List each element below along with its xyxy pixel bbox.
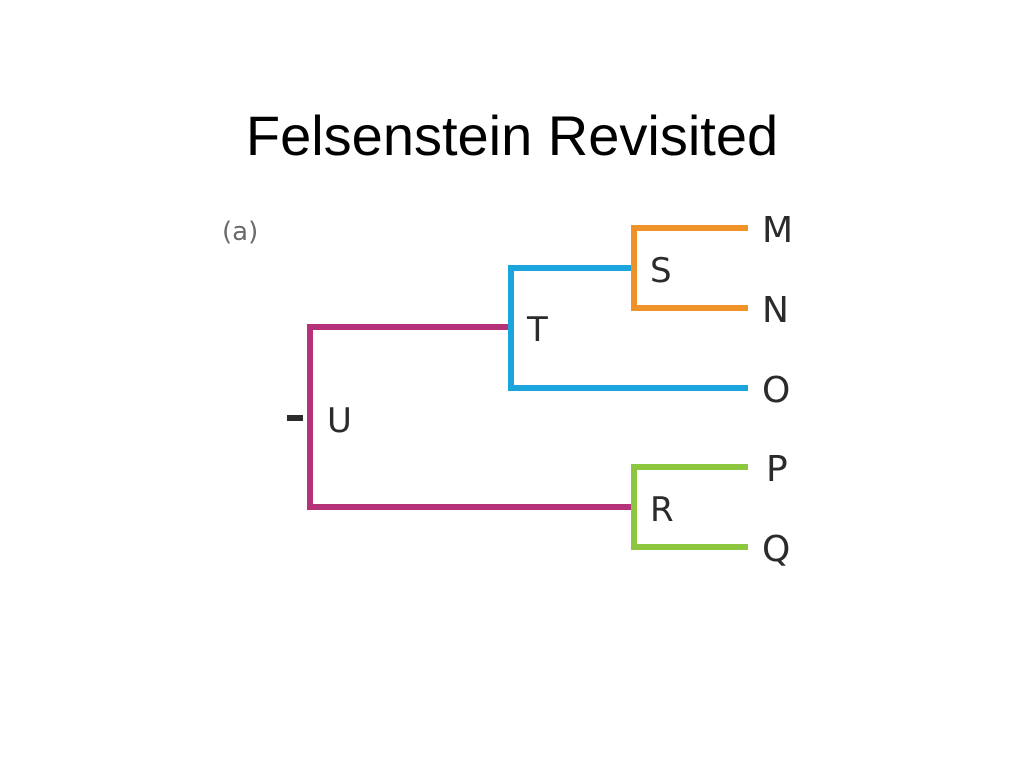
branch-group-t: [508, 265, 748, 391]
branch-group-r: [631, 464, 748, 550]
leaf-label-o: O: [762, 370, 790, 411]
leaf-label-q: Q: [762, 529, 790, 570]
leaf-label-n: N: [762, 290, 789, 331]
branch-t-vertical: [508, 265, 748, 391]
leaf-label-m: M: [762, 210, 793, 251]
branch-u-vertical: [307, 324, 632, 510]
branch-group-s: [631, 225, 748, 311]
node-label-s: S: [650, 251, 672, 291]
slide-title: Felsenstein Revisited: [245, 104, 779, 167]
node-label-r: R: [650, 490, 674, 530]
branch-r-vertical: [631, 464, 748, 550]
node-label-t: T: [526, 310, 548, 350]
branch-s-vertical: [631, 225, 748, 311]
panel-label: (a): [222, 217, 258, 247]
branch-group-u: [307, 324, 632, 510]
leaf-label-p: P: [766, 449, 788, 490]
node-label-u: U: [327, 401, 352, 441]
